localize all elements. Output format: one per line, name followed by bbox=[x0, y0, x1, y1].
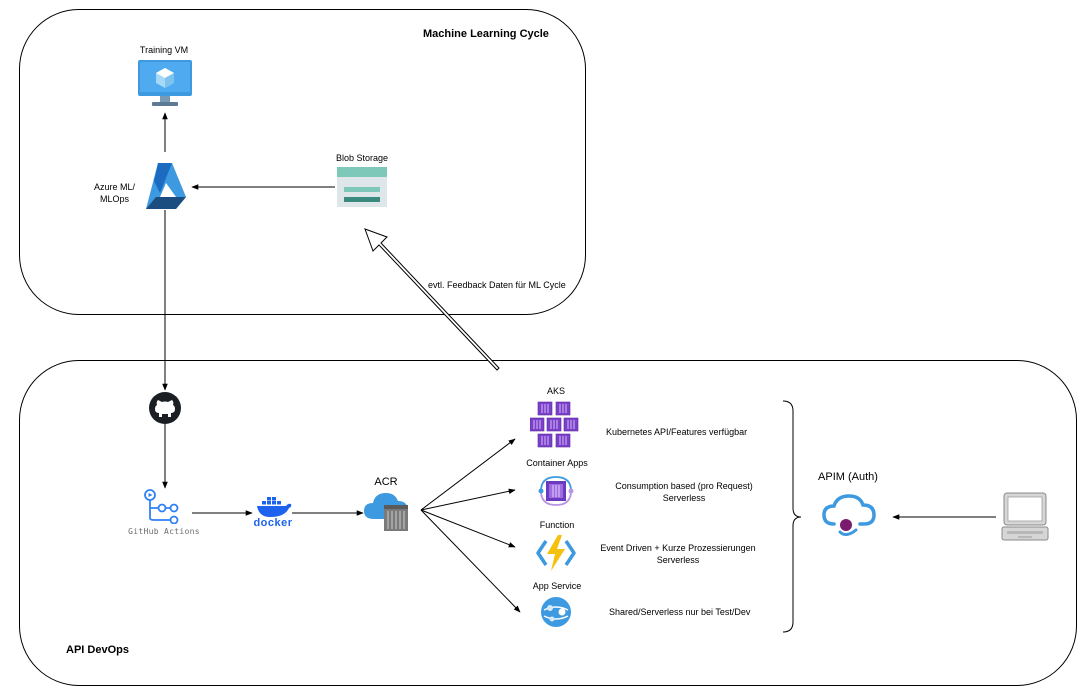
function-desc-1: Event Driven + Kurze Prozessierungen bbox=[600, 543, 756, 553]
aks-icon bbox=[529, 400, 580, 455]
arrow-acr-to-aks bbox=[420, 438, 516, 511]
arrow-acr-to-container-apps bbox=[420, 488, 516, 511]
function-icon bbox=[536, 535, 576, 576]
arrow-acr-to-app-service bbox=[420, 509, 521, 613]
docker-label: docker bbox=[253, 517, 293, 529]
app-service-desc: Shared/Serverless nur bei Test/Dev bbox=[609, 607, 751, 617]
app-service-icon bbox=[540, 596, 572, 633]
azure-ml-icon bbox=[146, 163, 186, 214]
container-apps-desc-2: Serverless bbox=[662, 493, 706, 503]
laptop-icon bbox=[1000, 492, 1050, 547]
blob-storage-icon bbox=[337, 167, 387, 212]
github-icon bbox=[149, 392, 181, 429]
github-actions-label: GitHub Actions bbox=[128, 527, 200, 536]
feedback-label: evtl. Feedback Daten für ML Cycle bbox=[428, 280, 566, 290]
training-vm-label: Training VM bbox=[139, 45, 189, 55]
api-devops-title: API DevOps bbox=[66, 644, 129, 656]
container-apps-label: Container Apps bbox=[526, 458, 588, 468]
container-apps-desc-1: Consumption based (pro Request) bbox=[615, 481, 753, 491]
function-desc-2: Serverless bbox=[656, 555, 700, 565]
arrow-acr-to-function bbox=[420, 509, 516, 548]
apim-label: APIM (Auth) bbox=[818, 471, 878, 483]
azure-ml-label-text: Azure ML/ MLOps bbox=[94, 182, 136, 204]
azure-ml-label: Azure ML/ MLOps bbox=[94, 181, 135, 205]
github-actions-icon bbox=[142, 488, 182, 529]
docker-icon bbox=[254, 495, 294, 522]
apim-icon bbox=[822, 494, 878, 545]
aks-desc: Kubernetes API/Features verfügbar bbox=[606, 427, 748, 437]
feedback-arrow bbox=[364, 228, 500, 371]
app-service-label: App Service bbox=[532, 581, 582, 591]
aks-label: AKS bbox=[546, 386, 566, 396]
monitor-vm-icon bbox=[138, 60, 192, 115]
function-label: Function bbox=[539, 520, 575, 530]
acr-icon bbox=[364, 491, 410, 536]
api-devops-container bbox=[19, 360, 1077, 686]
ml-cycle-title: Machine Learning Cycle bbox=[423, 28, 549, 40]
ml-cycle-container bbox=[19, 9, 586, 315]
acr-label: ACR bbox=[374, 476, 398, 488]
services-bracket bbox=[782, 400, 802, 633]
blob-storage-label: Blob Storage bbox=[335, 153, 389, 163]
container-apps-icon bbox=[535, 473, 577, 514]
